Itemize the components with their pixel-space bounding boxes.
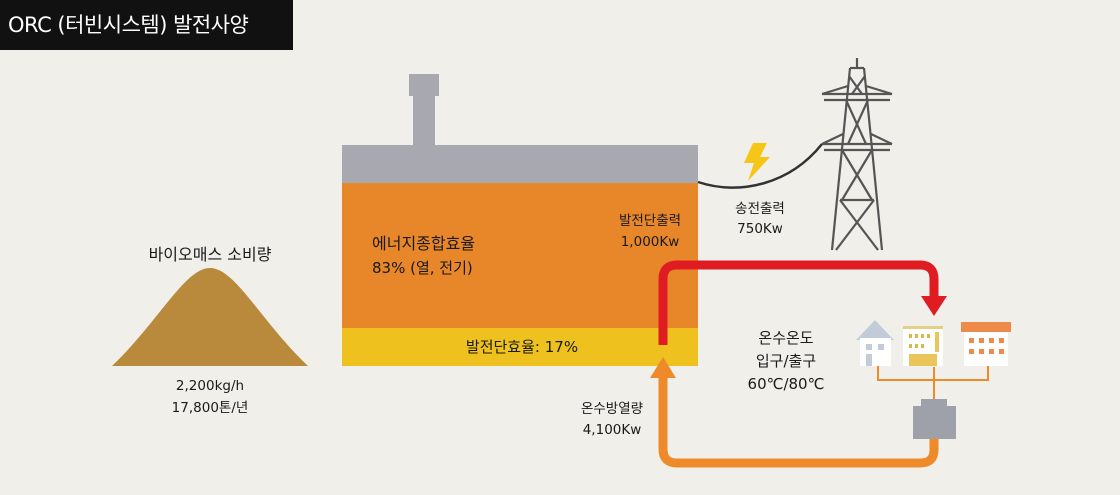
- building-icon: [903, 326, 943, 366]
- apartment-icon: [961, 322, 1011, 366]
- house-icon: [856, 320, 894, 366]
- return-arrow-head: [650, 357, 676, 378]
- hot-water-inout-label: 입구/출구: [755, 352, 817, 370]
- efficiency-band: [342, 328, 698, 366]
- page-title: ORC (터빈시스템) 발전사양: [0, 0, 293, 50]
- lightning-icon: [744, 143, 770, 181]
- gen-output-value: 1,000Kw: [620, 234, 680, 250]
- gen-efficiency-label: 발전단효율: 17%: [465, 338, 579, 356]
- biomass-rate-hourly: 2,200kg/h: [175, 378, 245, 394]
- heat-exchanger-icon: [913, 399, 956, 439]
- biomass-rate-yearly: 17,800톤/년: [171, 400, 249, 416]
- efficiency-label: 에너지종합효율: [372, 234, 476, 253]
- plant-roof: [342, 145, 698, 183]
- plant-body: [342, 183, 698, 328]
- hot-water-temp-label: 온수온도: [758, 329, 814, 347]
- biomass-heading: 바이오매스 소비량: [148, 245, 272, 264]
- plant-chimney: [413, 96, 435, 146]
- plant-chimney-cap: [409, 74, 439, 96]
- heat-distribution-lines: [877, 360, 989, 400]
- hot-water-heat-label: 온수방열량: [580, 401, 644, 417]
- gen-output-label: 발전단출력: [618, 213, 682, 229]
- transmission-label: 송전출력: [735, 201, 785, 217]
- biomass-pile: [112, 268, 308, 366]
- efficiency-value: 83% (열, 전기): [372, 259, 473, 277]
- supply-arrow-head: [921, 296, 947, 316]
- transmission-value: 750Kw: [737, 221, 783, 237]
- hot-water-heat-value: 4,100Kw: [582, 422, 642, 438]
- return-pipe: [658, 374, 939, 468]
- power-cable: [697, 143, 823, 189]
- hot-water-temp-value: 60℃/80℃: [747, 375, 825, 393]
- supply-pipe: [658, 260, 939, 345]
- transmission-tower-icon: [821, 58, 893, 251]
